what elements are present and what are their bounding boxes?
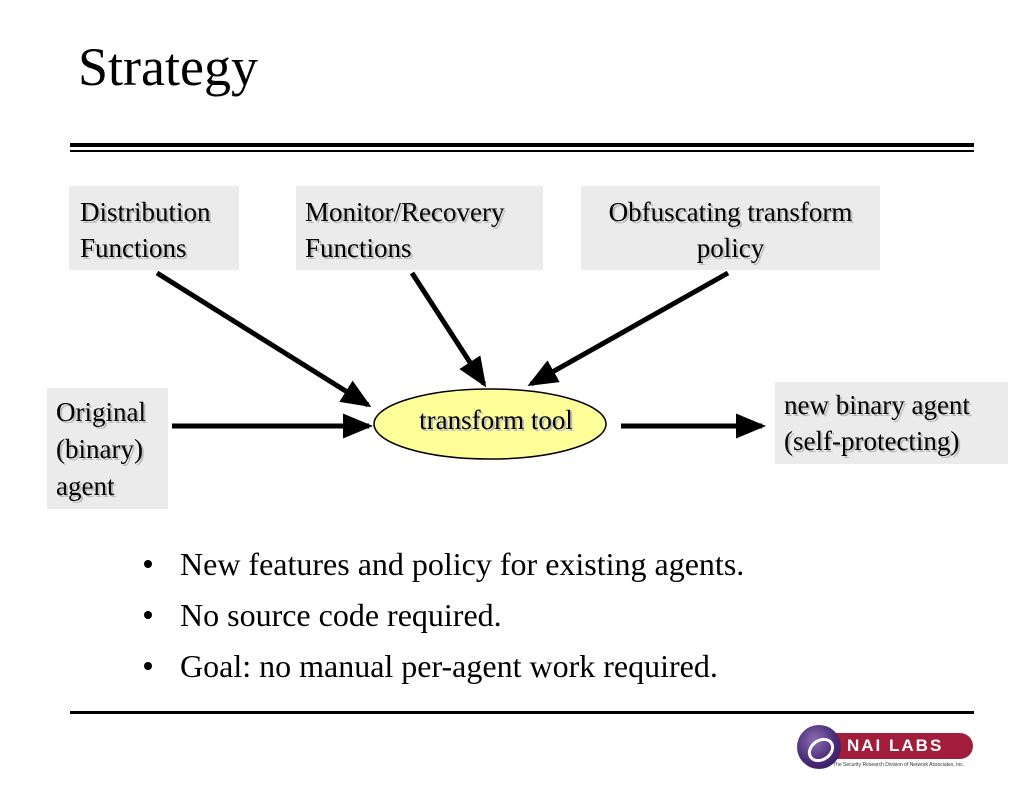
original-line2: (binary)	[56, 434, 143, 464]
bullet-item: New features and policy for existing age…	[140, 544, 744, 584]
footer-divider	[70, 711, 974, 714]
bullet-item: No source code required.	[140, 595, 744, 635]
obfuscating-policy-box: Obfuscating transform policy	[581, 186, 880, 270]
original-agent-box: Original (binary) agent	[47, 388, 168, 509]
original-line1: Original	[56, 397, 146, 427]
title-divider-thick	[70, 143, 974, 147]
logo-text: NAI LABS	[847, 736, 944, 755]
bullet-list: New features and policy for existing age…	[140, 544, 744, 697]
arrow-distribution-to-tool	[155, 270, 372, 408]
new-binary-agent-box: new binary agent (self-protecting)	[775, 382, 1008, 464]
slide-title: Strategy	[78, 37, 258, 97]
logo-badge-icon	[797, 725, 841, 769]
nai-labs-logo: NAI LABS The Security Research Division …	[797, 722, 975, 774]
new-agent-line1: new binary agent	[784, 390, 970, 420]
logo-bar	[833, 733, 973, 759]
arrow-policy-to-tool	[527, 270, 730, 387]
policy-line1: Obfuscating transform	[608, 197, 853, 227]
new-agent-line2: (self-protecting)	[784, 426, 960, 456]
policy-line2: policy	[696, 233, 765, 263]
transform-tool-ellipse	[373, 388, 607, 460]
distribution-line1: Distribution	[80, 197, 211, 227]
title-divider-thin	[70, 150, 974, 152]
distribution-line2: Functions	[80, 233, 187, 263]
distribution-functions-box: Distribution Functions	[69, 186, 239, 270]
monitor-line1: Monitor/Recovery	[305, 197, 505, 227]
original-line3: agent	[56, 471, 115, 501]
bullet-item: Goal: no manual per-agent work required.	[140, 646, 744, 686]
monitor-line2: Functions	[305, 233, 412, 263]
monitor-recovery-box: Monitor/Recovery Functions	[296, 186, 543, 270]
logo-tagline: The Security Research Division of Networ…	[833, 762, 965, 768]
arrow-monitor-to-tool	[409, 271, 487, 388]
transform-tool-label: transform tool	[419, 405, 573, 435]
